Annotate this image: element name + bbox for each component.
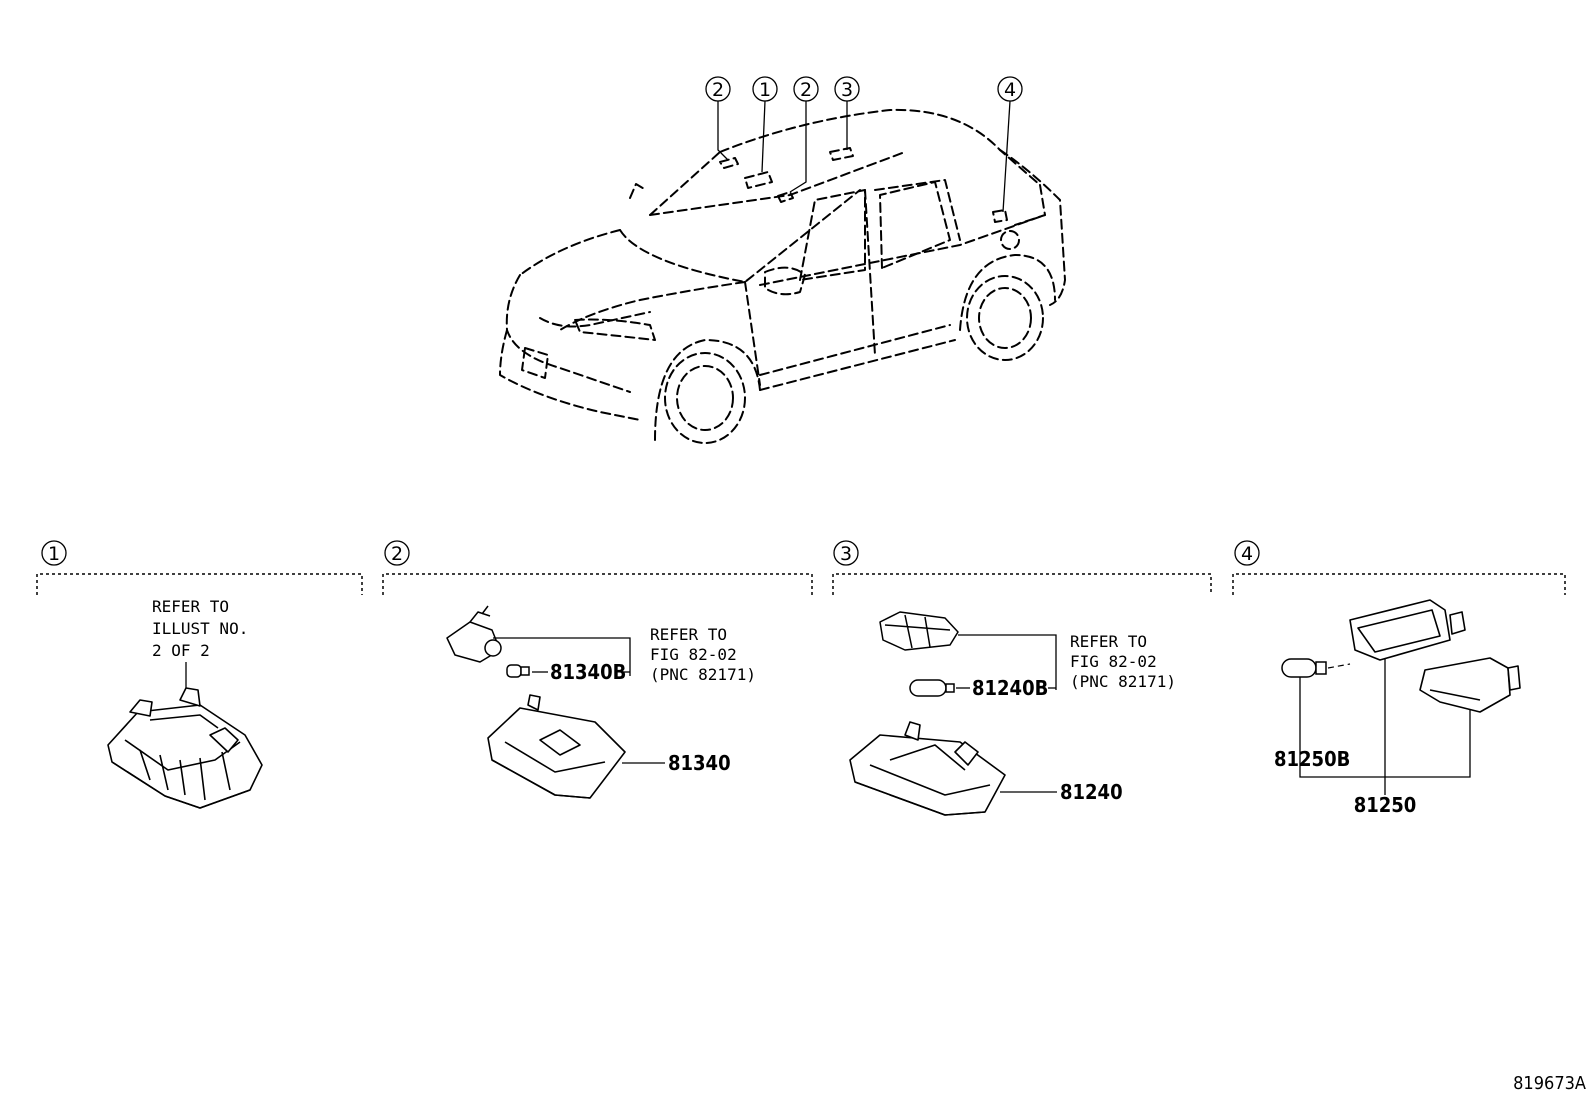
callout-4: 4 <box>1004 79 1016 101</box>
callout-2-right: 2 <box>800 79 812 101</box>
section-brackets <box>36 573 1566 595</box>
callout-1: 1 <box>759 79 771 101</box>
section-1-refer-line-2: ILLUST NO. <box>152 619 248 638</box>
luggage-lamp-lens-drawing <box>1349 599 1466 661</box>
section-2-number: 2 <box>391 543 403 565</box>
callout-3: 3 <box>841 79 853 101</box>
part-number-81250b: 81250B <box>1274 747 1350 771</box>
callout-2-left: 2 <box>712 79 724 101</box>
part-number-81340: 81340 <box>668 751 731 775</box>
illustration-id: 819673A <box>1513 1073 1586 1094</box>
section-2-refer-line-3: (PNC 82171) <box>650 665 756 684</box>
section-2-refer-line-1: REFER TO <box>650 625 727 644</box>
part-number-81240b: 81240B <box>972 676 1048 700</box>
section-1-refer-line-3: 2 OF 2 <box>152 641 210 660</box>
socket-81240-drawing <box>879 611 959 651</box>
section-1-refer-line-1: REFER TO <box>152 597 229 616</box>
section-2: 81340B REFER TO FIG 82-02 (PNC 82171) 81… <box>446 605 756 799</box>
section-1: REFER TO ILLUST NO. 2 OF 2 <box>107 597 263 809</box>
bulb-81340b-drawing <box>506 664 530 678</box>
section-1-number: 1 <box>48 543 60 565</box>
section-3: 81240B REFER TO FIG 82-02 (PNC 82171) 81… <box>849 611 1176 816</box>
section-3-refer-line-2: FIG 82-02 <box>1070 652 1157 671</box>
section-4: 81250B 81250 <box>1274 599 1521 817</box>
socket-81340-drawing <box>446 605 502 663</box>
section-3-refer-line-3: (PNC 82171) <box>1070 672 1176 691</box>
section-4-number: 4 <box>1241 543 1253 565</box>
vehicle-callouts <box>705 76 1023 213</box>
section-number-circles <box>41 540 1260 566</box>
part-number-81340b: 81340B <box>550 660 626 684</box>
section-3-refer-line-1: REFER TO <box>1070 632 1147 651</box>
vehicle-outline <box>499 108 1066 444</box>
luggage-lamp-housing-drawing <box>1419 657 1521 713</box>
part-number-81250: 81250 <box>1354 793 1417 817</box>
section-2-refer-line-2: FIG 82-02 <box>650 645 737 664</box>
map-lamp-81340-drawing <box>487 694 626 799</box>
bulb-81250b-drawing <box>1281 658 1327 678</box>
overhead-console-lamp-drawing <box>107 687 263 809</box>
bulb-81240b-drawing <box>909 679 955 697</box>
part-number-81240: 81240 <box>1060 780 1123 804</box>
dome-lamp-81240-drawing <box>849 721 1006 816</box>
section-3-number: 3 <box>840 543 852 565</box>
